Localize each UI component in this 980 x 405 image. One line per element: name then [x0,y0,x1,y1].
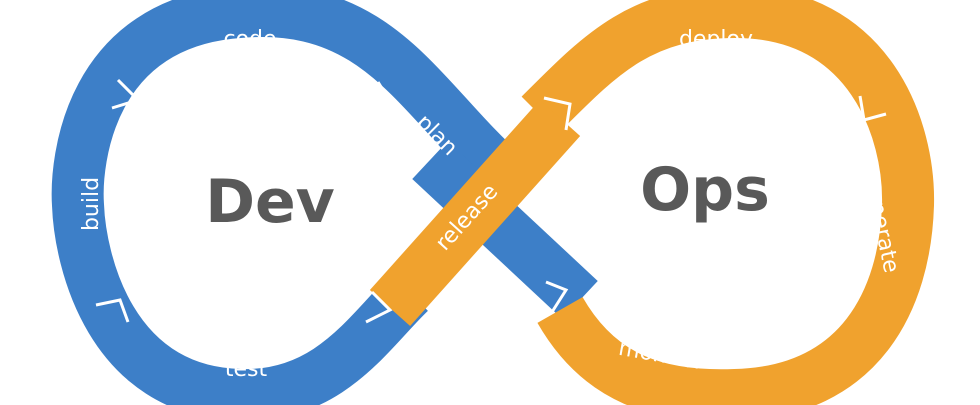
divider-release-deploy [543,96,572,131]
dev-loop-ring [51,0,523,405]
dev-title: Dev [205,167,335,237]
ops-loop-ring [521,0,935,405]
divider-code-plan [367,81,397,114]
divider-build-test [95,298,130,323]
stage-label-deploy: deploy [679,27,753,52]
stage-label-code: code [223,27,276,52]
release-diagonal-band [369,99,581,327]
dev-diagonal-band [412,140,598,320]
divider-code-build [111,78,141,110]
ops-title: Ops [640,155,770,225]
stage-label-build: build [79,177,104,231]
stage-label-test: test [225,357,268,382]
divider-deploy-operate [858,95,887,122]
divider-monitor-plan [545,280,569,313]
divider-operate-monitor [789,310,820,339]
divider-test-release [365,290,393,324]
